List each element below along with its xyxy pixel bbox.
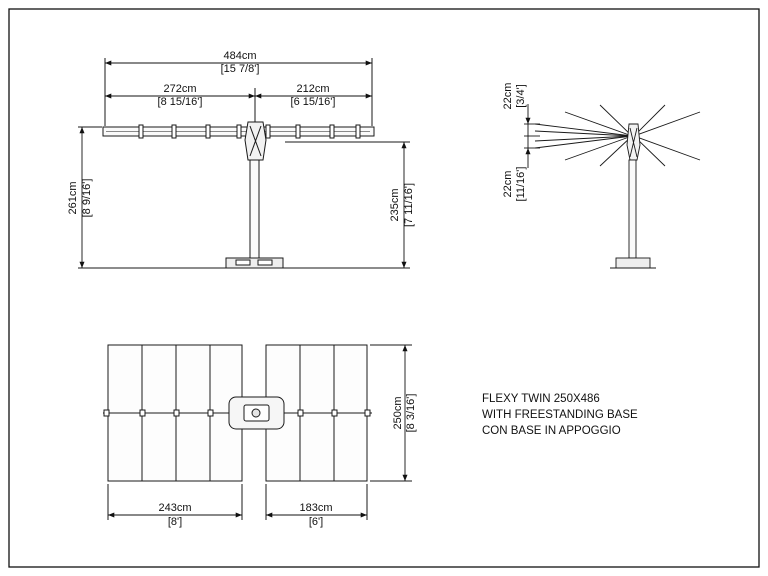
umbrella-pole: [249, 159, 260, 259]
clearance-height-metric: 235cm: [389, 188, 401, 221]
total-width-metric: 484cm: [223, 50, 256, 62]
note-line-2: WITH FREESTANDING BASE: [482, 409, 638, 421]
side-pole: [628, 159, 637, 259]
clearance-height-imperial: [7 11/16']: [403, 183, 415, 227]
depth-metric: 250cm: [392, 396, 404, 429]
left-span-imperial: [8 15/16']: [158, 96, 203, 108]
note-line-3: CON BASE IN APPOGGIO: [482, 425, 621, 437]
product-note: FLEXY TWIN 250X486 WITH FREESTANDING BAS…: [482, 393, 638, 437]
side-view: [524, 104, 701, 269]
depth-imperial: [8 3/16']: [405, 394, 417, 433]
total-width-imperial: [15 7/8']: [221, 63, 260, 75]
total-height-imperial: [8 9/16']: [81, 179, 93, 218]
right-span-metric: 212cm: [296, 83, 329, 95]
total-height-metric: 261cm: [67, 181, 79, 214]
left-width-imperial: [8']: [168, 516, 182, 528]
upper-offset-imperial: [3/4']: [515, 84, 527, 108]
side-base: [615, 257, 651, 269]
note-line-1: FLEXY TWIN 250X486: [482, 393, 600, 405]
lower-offset-imperial: [11/16']: [515, 167, 527, 202]
drawing-border: [8, 8, 760, 568]
right-span-imperial: [6 15/16']: [291, 96, 336, 108]
right-width-metric: 183cm: [299, 502, 332, 514]
left-span-metric: 272cm: [163, 83, 196, 95]
right-width-imperial: [6']: [309, 516, 323, 528]
top-view: [103, 344, 412, 520]
left-width-metric: 243cm: [158, 502, 191, 514]
umbrella-base: [225, 257, 284, 269]
front-view: [78, 58, 410, 269]
upper-offset-metric: 22cm: [502, 83, 514, 110]
lower-offset-metric: 22cm: [502, 171, 514, 198]
